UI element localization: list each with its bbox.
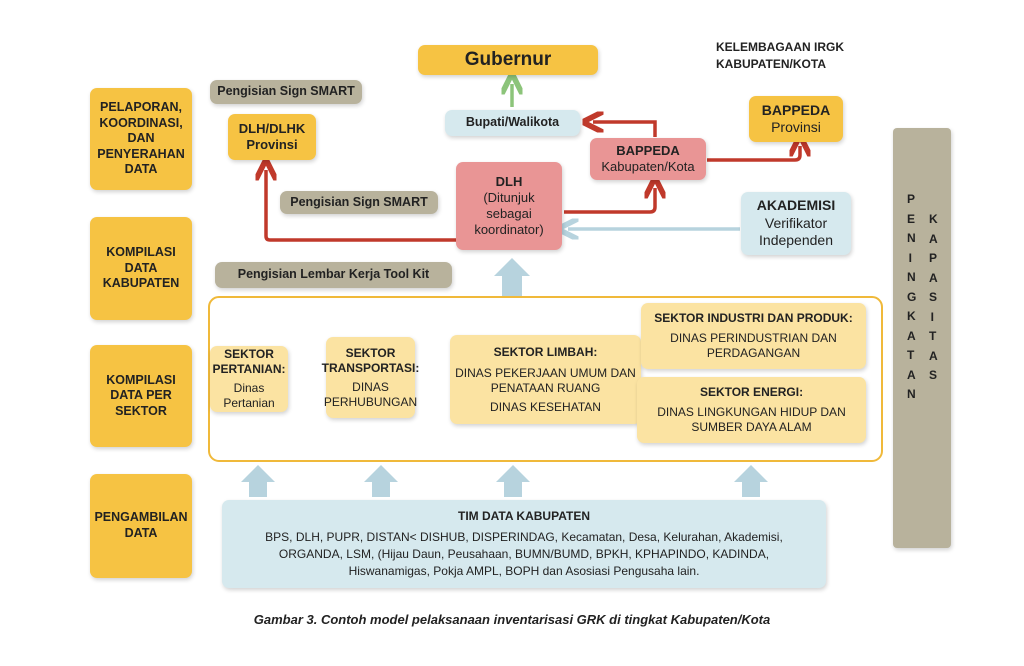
dlh-box: DLH(Ditunjuk sebagai koordinator) (456, 162, 562, 250)
kelembagaan-title: KELEMBAGAAN IRGK KABUPATEN/KOTA (716, 40, 844, 71)
sector-pertanian: SEKTOR PERTANIAN:Dinas Pertanian (210, 346, 288, 412)
label-kompilasi-sektor: KOMPILASI DATA PER SEKTOR (90, 345, 192, 447)
arrow-bappeda-to-bupati (593, 122, 657, 137)
up-arrow-4 (734, 465, 768, 497)
sector-transportasi: SEKTOR TRANSPORTASI:DINAS PERHUBUNGAN (322, 337, 419, 418)
label-pengambilan: PENGAMBILAN DATA (90, 474, 192, 578)
sign-smart-mid: Pengisian Sign SMART (280, 191, 438, 214)
lembar-kerja-box: Pengisian Lembar Kerja Tool Kit (215, 262, 452, 288)
up-arrow-3 (496, 465, 530, 497)
peningkatan-kapasitas-bar: PENINGKATAN KAPASITAS (893, 128, 951, 548)
sector-industri: SEKTOR INDUSTRI DAN PRODUK:DINAS PERINDU… (641, 303, 866, 369)
sector-limbah: SEKTOR LIMBAH:DINAS PEKERJAAN UMUM DAN P… (450, 335, 641, 424)
arrow-dlh-to-bappeda (564, 188, 655, 214)
up-arrow-2 (364, 465, 398, 497)
up-arrow-to-dlh (494, 258, 530, 296)
sign-smart-top: Pengisian Sign SMART (210, 80, 362, 104)
figure-caption: Gambar 3. Contoh model pelaksanaan inven… (253, 612, 771, 627)
arrow-bappeda-to-prov (707, 146, 800, 162)
label-kompilasi-kabupaten: KOMPILASI DATA KABUPATEN (90, 217, 192, 320)
bupati-box: Bupati/Walikota (445, 110, 580, 136)
sector-container (208, 296, 883, 462)
sector-energi: SEKTOR ENERGI:DINAS LINGKUNGAN HIDUP DAN… (637, 377, 866, 443)
gubernur-box: Gubernur (418, 45, 598, 75)
label-pelaporan: PELAPORAN, KOORDINASI, DAN PENYERAHAN DA… (90, 88, 192, 190)
up-arrow-1 (241, 465, 275, 497)
arrow-dlh-to-provinsi (266, 170, 456, 242)
